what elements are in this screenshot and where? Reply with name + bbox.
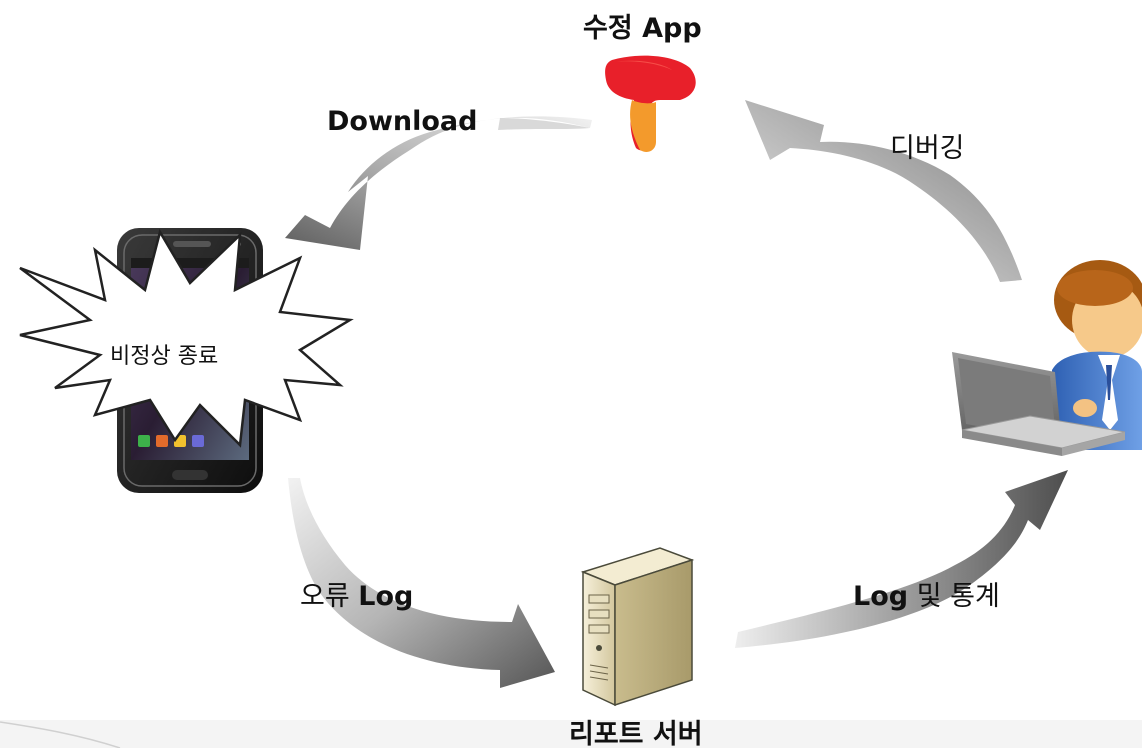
download-label: Download [327,106,478,137]
log-stats-en: Log [853,581,909,612]
app-label: 수정 App [583,6,702,45]
decorative-curve [0,721,121,748]
download-arrow [285,116,592,250]
report-server-label: 리포트 서버 [569,719,703,750]
error-log-arrow [288,478,555,688]
app-label-kr: 수정 [583,13,633,44]
debug-arrow [745,100,1022,282]
error-log-label: 오류 Log [300,574,413,613]
log-stats-label: Log 및 통계 [853,574,1000,613]
debugging-label: 디버깅 [890,133,965,164]
t-logo-icon [605,55,696,153]
developer-laptop-icon [952,260,1142,456]
server-tower-icon [580,547,695,707]
crash-label: 비정상 종료 [110,344,219,369]
log-stats-kr: 및 통계 [916,581,1000,612]
error-log-en: Log [358,581,414,612]
footer-band [0,720,1142,748]
app-label-en: App [642,13,702,44]
error-log-kr: 오류 [300,581,350,612]
starburst-icon [19,228,354,448]
log-stats-arrow [735,470,1068,648]
